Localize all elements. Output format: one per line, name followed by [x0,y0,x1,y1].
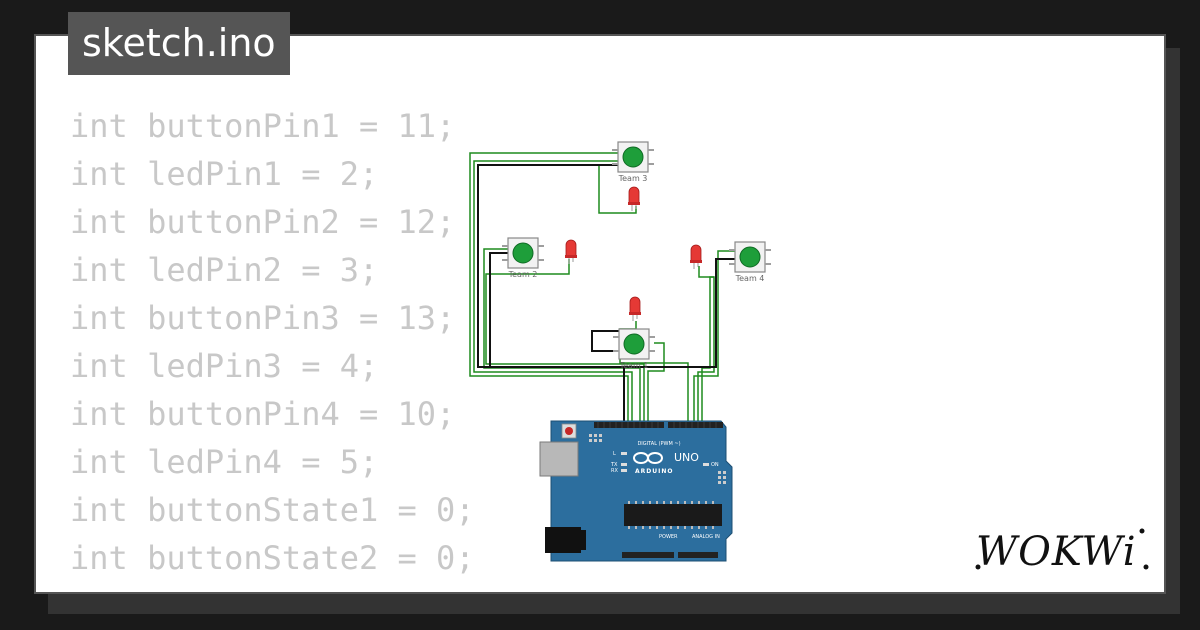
pin-label-rx: RX [611,468,618,474]
code-line: int buttonState2 = 0; [70,539,475,577]
pin-label-l: L [613,451,616,457]
code-line: int ledPin3 = 4; [70,347,379,385]
code-line: int ledPin2 = 3; [70,251,379,289]
arduino-uno-board: DIGITAL (PWM ~) UNO ARDUINO L TX RX ON [539,420,733,562]
board-brand: ARDUINO [635,468,673,475]
code-preview: int buttonPin1 = 11; int ledPin1 = 2; int … [70,102,475,592]
arduino-logo-icon [633,452,663,464]
code-line: int buttonPin2 = 12; [70,203,456,241]
button-team3[interactable] [611,141,655,173]
code-line: int buttonPin3 = 13; [70,299,456,337]
code-line: int buttonState1 = 0; [70,491,475,529]
analog-header [678,552,718,558]
preview-card: int buttonPin1 = 11; int ledPin1 = 2; int … [34,34,1166,594]
led-team4 [689,244,703,270]
pin-label-tx: TX [610,462,618,468]
button-label: Team 2 [508,270,538,279]
wokwi-logo: WOKWi [975,528,1149,575]
circuit-diagram: Team 3 Team 2 Team 4 Team 1 DIGITAL (PWM [469,141,772,562]
power-label: POWER [659,534,678,540]
code-line: int buttonPin4 = 10; [70,395,456,433]
black-wires [477,164,736,421]
button-team1[interactable] [612,328,656,360]
green-wires [469,152,736,421]
code-line: int ledPin1 = 2; [70,155,379,193]
power-header [622,552,674,558]
digital-header-left [594,422,664,428]
board-name: UNO [674,451,699,464]
button-team4[interactable] [728,241,772,273]
button-label: Team 3 [618,174,648,183]
digital-header-right [668,422,723,428]
analog-label: ANALOG IN [692,534,720,540]
button-label: Team 1 [619,361,649,370]
button-label: Team 4 [735,274,765,283]
button-team2[interactable] [501,237,545,269]
led-team2 [564,239,578,265]
usb-port [539,441,579,477]
file-name-tab: sketch.ino [68,12,290,75]
led-team1 [628,296,642,322]
power-jack [545,527,581,553]
pin-label-on: ON [711,462,719,468]
code-line: int buttonPin1 = 11; [70,107,456,145]
digital-label: DIGITAL (PWM ~) [637,441,680,447]
code-line: int ledPin4 = 5; [70,443,379,481]
led-team3 [627,186,641,212]
atmega-chip [624,504,722,526]
wokwi-logo-text: WOKWi [976,529,1137,575]
code-line: int buttonState3 = 0; [70,582,475,592]
